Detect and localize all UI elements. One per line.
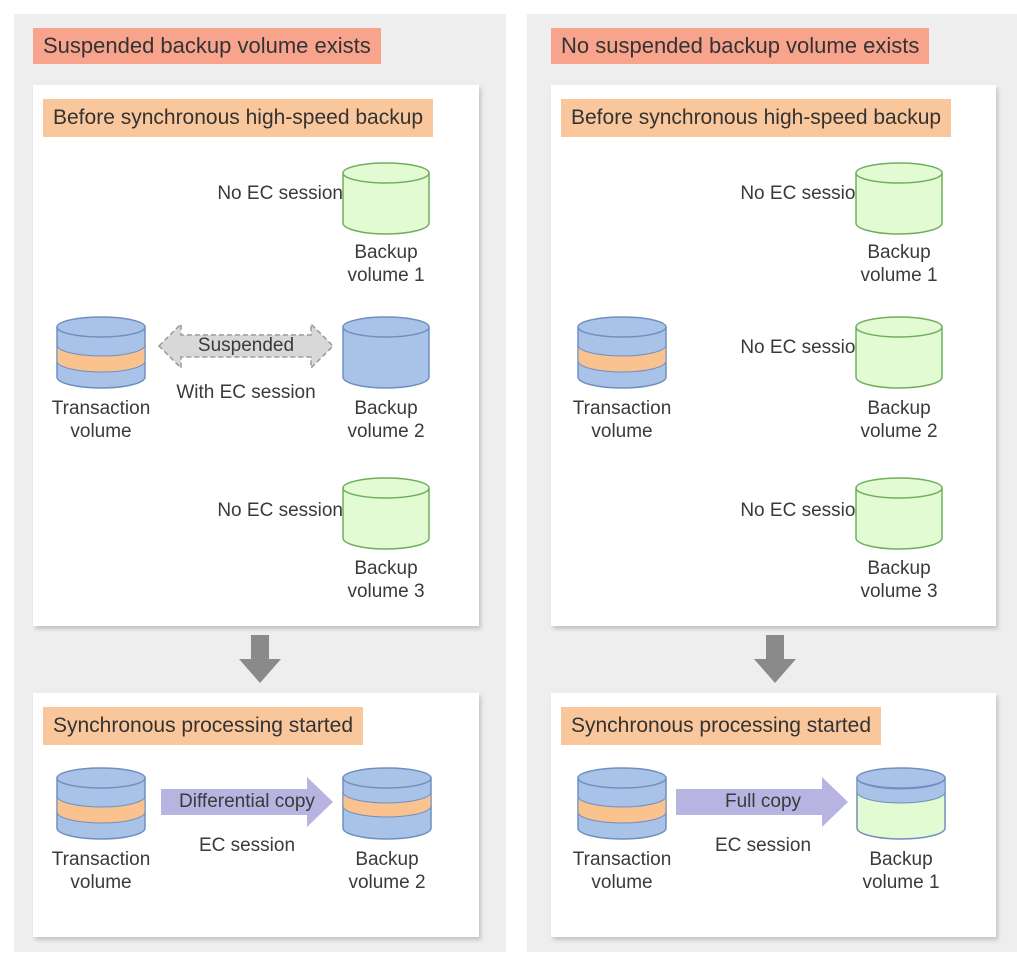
- label-line: volume 2: [860, 421, 938, 442]
- label-line: Transaction: [572, 849, 672, 870]
- backup-volume-1-cylinder-icon: [855, 162, 943, 235]
- transaction-volume-cylinder-icon: [56, 316, 146, 389]
- sync-started-box: Synchronous processing started Transacti…: [551, 693, 996, 937]
- label-line: volume: [591, 421, 653, 442]
- transaction-volume-cylinder-icon: [56, 767, 146, 840]
- no-ec-session-label-1: No EC session: [217, 183, 343, 204]
- label-line: volume 1: [862, 872, 940, 893]
- no-ec-session-label-1: No EC session: [740, 183, 866, 204]
- label-line: Backup: [354, 398, 418, 419]
- backup-volume-1-label: Backup volume 1: [854, 241, 944, 287]
- transaction-volume-label: Transaction volume: [41, 848, 161, 894]
- full-copy-label: Full copy: [724, 791, 802, 812]
- backup-volume-2-label: Backup volume 2: [854, 397, 944, 443]
- panel-suspended-exists: Suspended backup volume exists Before sy…: [14, 14, 506, 952]
- arrow-down-icon: [239, 635, 281, 683]
- backup-volume-2-cylinder-icon: [855, 316, 943, 389]
- label-line: Backup: [354, 558, 418, 579]
- label-line: volume: [591, 872, 653, 893]
- panel-no-suspended-exists: No suspended backup volume exists Before…: [527, 14, 1017, 952]
- panel-title: No suspended backup volume exists: [551, 28, 930, 64]
- suspended-label: Suspended: [197, 335, 295, 356]
- label-line: Transaction: [572, 398, 672, 419]
- transaction-volume-label: Transaction volume: [41, 397, 161, 443]
- backup-volume-2-cylinder-icon: [342, 316, 430, 389]
- backup-volume-2-cylinder-icon: [342, 767, 432, 840]
- copy-arrow-right-icon: [161, 777, 333, 827]
- label-line: volume 1: [347, 265, 425, 286]
- label-line: volume 3: [347, 581, 425, 602]
- panel-title: Suspended backup volume exists: [33, 28, 381, 64]
- label-line: Backup: [354, 242, 418, 263]
- backup-volume-1-cylinder-icon: [342, 162, 430, 235]
- transaction-volume-cylinder-icon: [577, 767, 667, 840]
- backup-volume-2-label: Backup volume 2: [341, 397, 431, 443]
- no-ec-session-label-3: No EC session: [217, 500, 343, 521]
- before-backup-box: Before synchronous high-speed backup No …: [551, 85, 996, 626]
- differential-copy-label: Differential copy: [179, 791, 315, 812]
- ec-session-label: EC session: [198, 835, 296, 856]
- box-title: Before synchronous high-speed backup: [43, 99, 434, 137]
- label-line: Backup: [867, 398, 931, 419]
- transaction-volume-cylinder-icon: [577, 316, 667, 389]
- no-ec-session-label-2: No EC session: [740, 337, 866, 358]
- backup-volume-3-cylinder-icon: [855, 477, 943, 550]
- label-line: Backup: [355, 849, 419, 870]
- before-backup-box: Before synchronous high-speed backup No …: [33, 85, 479, 626]
- label-line: Transaction: [51, 849, 151, 870]
- label-line: volume 2: [347, 421, 425, 442]
- backup-volume-1-label: Backup volume 1: [855, 848, 947, 894]
- ec-session-label: EC session: [714, 835, 812, 856]
- box-title: Synchronous processing started: [561, 707, 881, 745]
- label-line: Backup: [867, 558, 931, 579]
- arrow-down-icon: [754, 635, 796, 683]
- transaction-volume-label: Transaction volume: [562, 397, 682, 443]
- label-line: Transaction: [51, 398, 151, 419]
- suspended-double-arrow-icon: [157, 322, 335, 370]
- copy-arrow-right-icon: [676, 777, 848, 827]
- label-line: volume 1: [860, 265, 938, 286]
- label-line: volume 2: [348, 872, 426, 893]
- label-line: Backup: [869, 849, 933, 870]
- with-ec-session-label: With EC session: [176, 382, 316, 403]
- label-line: volume: [70, 421, 132, 442]
- no-ec-session-label-3: No EC session: [740, 500, 866, 521]
- backup-volume-3-label: Backup volume 3: [854, 557, 944, 603]
- box-title: Before synchronous high-speed backup: [561, 99, 952, 137]
- transaction-volume-label: Transaction volume: [562, 848, 682, 894]
- backup-volume-3-label: Backup volume 3: [341, 557, 431, 603]
- backup-volume-2-label: Backup volume 2: [341, 848, 433, 894]
- backup-volume-3-cylinder-icon: [342, 477, 430, 550]
- label-line: volume: [70, 872, 132, 893]
- backup-volume-1-cylinder-icon: [856, 767, 946, 840]
- label-line: Backup: [867, 242, 931, 263]
- label-line: volume 3: [860, 581, 938, 602]
- sync-started-box: Synchronous processing started Transacti…: [33, 693, 479, 937]
- backup-volume-1-label: Backup volume 1: [341, 241, 431, 287]
- box-title: Synchronous processing started: [43, 707, 363, 745]
